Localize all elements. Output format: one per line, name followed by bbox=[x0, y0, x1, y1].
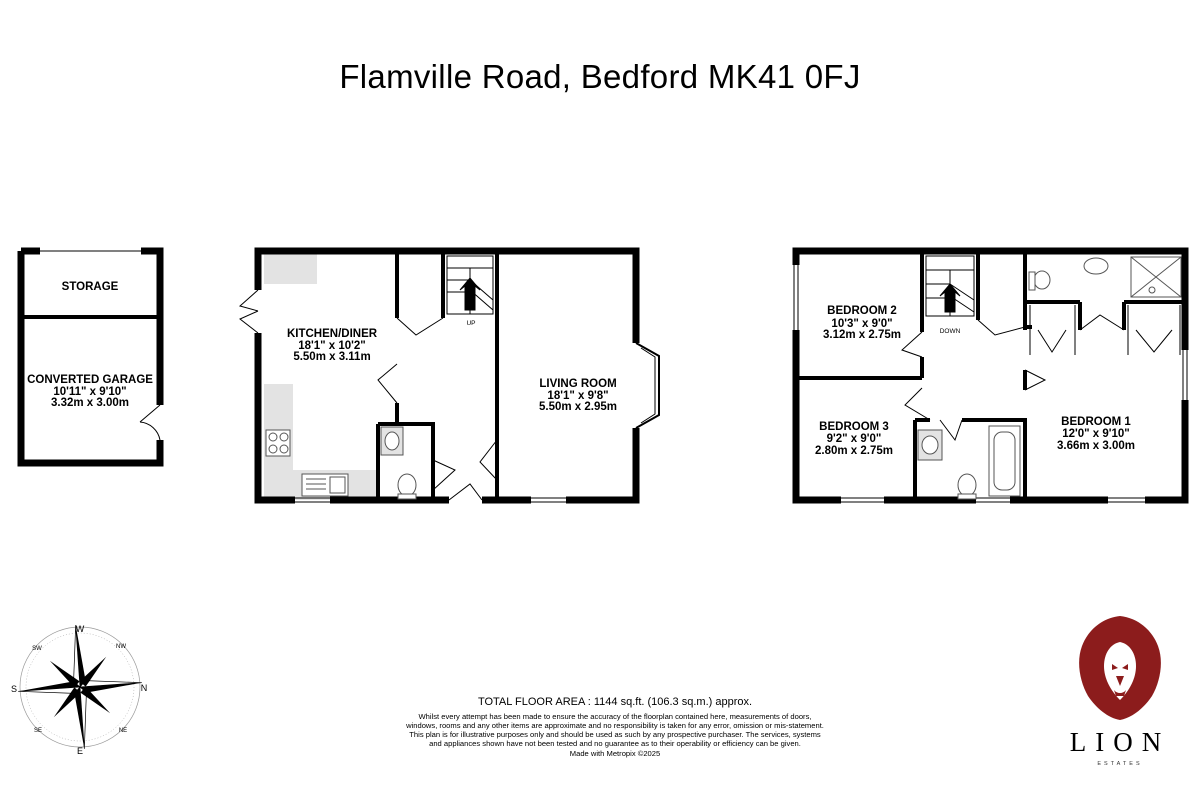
garage-metric: 3.32m x 3.00m bbox=[51, 397, 129, 409]
bedroom3-label: BEDROOM 3 bbox=[819, 421, 889, 433]
stairs-down bbox=[925, 255, 975, 317]
compass-rose-icon: N S E W NW NE SW SE bbox=[11, 624, 148, 756]
toilet-icon bbox=[397, 473, 417, 500]
kitchen-imperial: 18'1" x 10'2" bbox=[298, 340, 366, 352]
stairs-up-label: UP bbox=[466, 320, 475, 327]
made-with-credit: Made with Metropix ©2025 bbox=[569, 748, 661, 758]
bedroom3-imperial: 9'2" x 9'0" bbox=[827, 433, 882, 445]
bedroom2-label: BEDROOM 2 bbox=[827, 305, 897, 317]
ground-floor bbox=[238, 247, 660, 504]
living-room-imperial: 18'1" x 9'8" bbox=[547, 390, 608, 402]
compass-s: S bbox=[11, 684, 17, 694]
living-room-metric: 5.50m x 2.95m bbox=[539, 401, 617, 413]
lion-logo-icon bbox=[1079, 616, 1161, 720]
garage-imperial: 10'11" x 9'10" bbox=[53, 386, 126, 398]
brand-name: LION bbox=[1069, 727, 1171, 757]
kitchen-metric: 5.50m x 3.11m bbox=[293, 351, 370, 363]
first-floor bbox=[792, 247, 1189, 504]
bathroom-toilet-icon bbox=[957, 473, 977, 497]
sink-icon bbox=[301, 473, 349, 497]
compass-w: W bbox=[76, 624, 85, 634]
bedroom1-metric: 3.66m x 3.00m bbox=[1057, 440, 1135, 452]
basin-icon bbox=[380, 426, 404, 456]
bedroom1-label: BEDROOM 1 bbox=[1061, 416, 1131, 428]
total-floor-area: TOTAL FLOOR AREA : 1144 sq.ft. (106.3 sq… bbox=[477, 696, 753, 708]
kitchen-french-doors bbox=[238, 289, 259, 334]
ensuite-basin-icon bbox=[1083, 257, 1109, 275]
compass-se: SE bbox=[34, 728, 42, 734]
stairs-down-label: DOWN bbox=[940, 328, 961, 335]
brand-subtitle: ESTATES bbox=[1097, 761, 1143, 767]
garage-label: CONVERTED GARAGE bbox=[27, 374, 153, 386]
hob-icon bbox=[265, 429, 291, 457]
compass-sw: SW bbox=[32, 646, 42, 652]
stairs-up bbox=[446, 255, 494, 315]
bedroom2-imperial: 10'3" x 9'0" bbox=[831, 318, 892, 330]
ensuite-toilet-icon bbox=[1033, 270, 1051, 290]
page-title: Flamville Road, Bedford MK41 0FJ bbox=[339, 58, 861, 95]
living-room-label: LIVING ROOM bbox=[539, 378, 616, 390]
disclaimer: Whilst every attempt has been made to en… bbox=[406, 712, 824, 748]
bedroom1-imperial: 12'0" x 9'10" bbox=[1062, 428, 1130, 440]
compass-e: E bbox=[77, 746, 83, 756]
compass-nw: NW bbox=[116, 644, 126, 650]
bedroom3-metric: 2.80m x 2.75m bbox=[815, 445, 893, 457]
kitchen-label: KITCHEN/DINER bbox=[287, 328, 378, 340]
compass-ne: NE bbox=[119, 728, 127, 734]
bedroom2-metric: 3.12m x 2.75m bbox=[823, 329, 901, 341]
garage-block bbox=[17, 247, 164, 467]
footer: TOTAL FLOOR AREA : 1144 sq.ft. (106.3 sq… bbox=[405, 696, 825, 758]
kitchen-unit bbox=[264, 254, 317, 284]
storage-label: STORAGE bbox=[62, 281, 119, 293]
compass-n: N bbox=[141, 683, 148, 693]
